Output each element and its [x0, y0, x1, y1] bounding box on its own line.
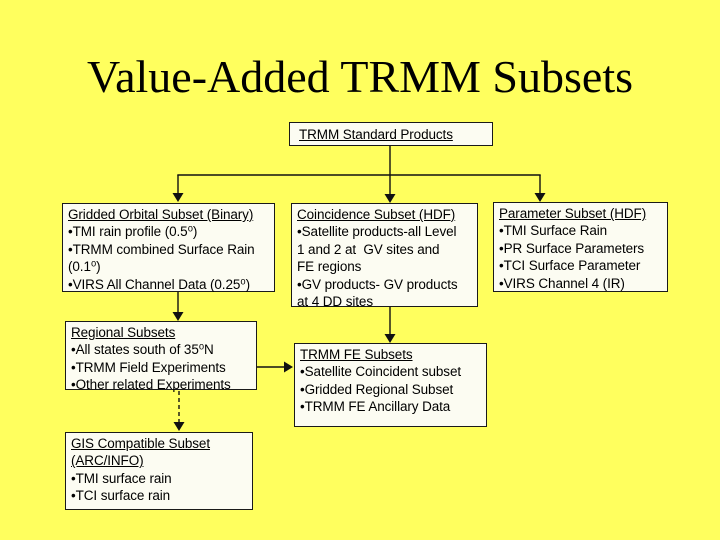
bullet-item: •TCI surface rain [71, 488, 171, 504]
bullet-item: •TRMM combined Surface Rain (0.1⁰) [68, 241, 255, 275]
box-title: Gridded Orbital Subset (Binary) [68, 207, 254, 222]
bullet-item: •Satellite Coincident subset [300, 364, 462, 380]
bullet-item: •VIRS Channel 4 (IR) [499, 275, 625, 291]
arrowhead-to-coincidence [384, 194, 396, 203]
bullet-item: •VIRS All Channel Data (0.25⁰) [68, 276, 250, 292]
gis-compatible-subset-box: GIS Compatible Subset (ARC/INFO) •TMI su… [65, 432, 253, 510]
arrowhead-gridded-to-regional [172, 312, 184, 321]
arrowhead-regional-to-fe [284, 361, 293, 373]
box-title: TRMM FE Subsets [300, 347, 413, 362]
regional-subsets-box: Regional Subsets •All states south of 35… [65, 321, 257, 393]
slide-title: Value-Added TRMM Subsets [86, 51, 634, 102]
arrowhead-coincidence-to-fe [384, 334, 396, 343]
bullet-item: •TRMM FE Ancillary Data [300, 399, 451, 415]
gridded-orbital-subset-box: Gridded Orbital Subset (Binary) •TMI rai… [62, 203, 275, 292]
parameter-subset-box: Parameter Subset (HDF) •TMI Surface Rain… [493, 202, 668, 292]
trmm-fe-subsets-box: TRMM FE Subsets •Satellite Coincident su… [294, 343, 487, 427]
arrowhead-to-parameter [534, 193, 546, 202]
bullet-item: •TRMM Field Experiments [71, 359, 226, 375]
bullet-list: •All states south of 35⁰N•TRMM Field Exp… [71, 341, 253, 393]
bullet-list: •TMI surface rain •TCI surface rain [71, 470, 249, 505]
bullet-item: •TMI surface rain [71, 470, 172, 486]
bullet-item: •TMI rain profile (0.5⁰) [68, 224, 198, 240]
bullet-item: •GV products- GV products at 4 DD sites [297, 276, 458, 310]
bullet-item: •PR Surface Parameters [499, 240, 645, 256]
bullet-list: •TMI rain profile (0.5⁰)•TRMM combined S… [68, 223, 271, 293]
arrowhead-to-gridded [172, 193, 184, 202]
box-title: Parameter Subset (HDF) [499, 206, 647, 221]
arrowhead-regional-to-gis [173, 422, 185, 431]
bullet-item: •All states south of 35⁰N [71, 342, 214, 358]
trmm-standard-products-box: TRMM Standard Products [289, 122, 493, 146]
bullet-item: •Other related Experiments [71, 377, 231, 393]
box-title: GIS Compatible Subset (ARC/INFO) [71, 436, 210, 469]
bullet-item: •TCI Surface Parameter [499, 258, 641, 274]
bullet-item: •TMI Surface Rain [499, 223, 608, 239]
bullet-list: •Satellite products-all Level 1 and 2 at… [297, 223, 474, 310]
bullet-list: •Satellite Coincident subset•Gridded Reg… [300, 363, 483, 415]
box-title: Coincidence Subset (HDF) [297, 207, 456, 222]
bullet-item: •Satellite products-all Level 1 and 2 at… [297, 224, 457, 275]
bullet-list: •TMI Surface Rain•PR Surface Parameters •… [499, 222, 664, 292]
box-title: Regional Subsets [71, 325, 176, 340]
box-title: TRMM Standard Products [299, 127, 453, 142]
bullet-item: •Gridded Regional Subset [300, 381, 454, 397]
coincidence-subset-box: Coincidence Subset (HDF) •Satellite prod… [291, 203, 478, 310]
